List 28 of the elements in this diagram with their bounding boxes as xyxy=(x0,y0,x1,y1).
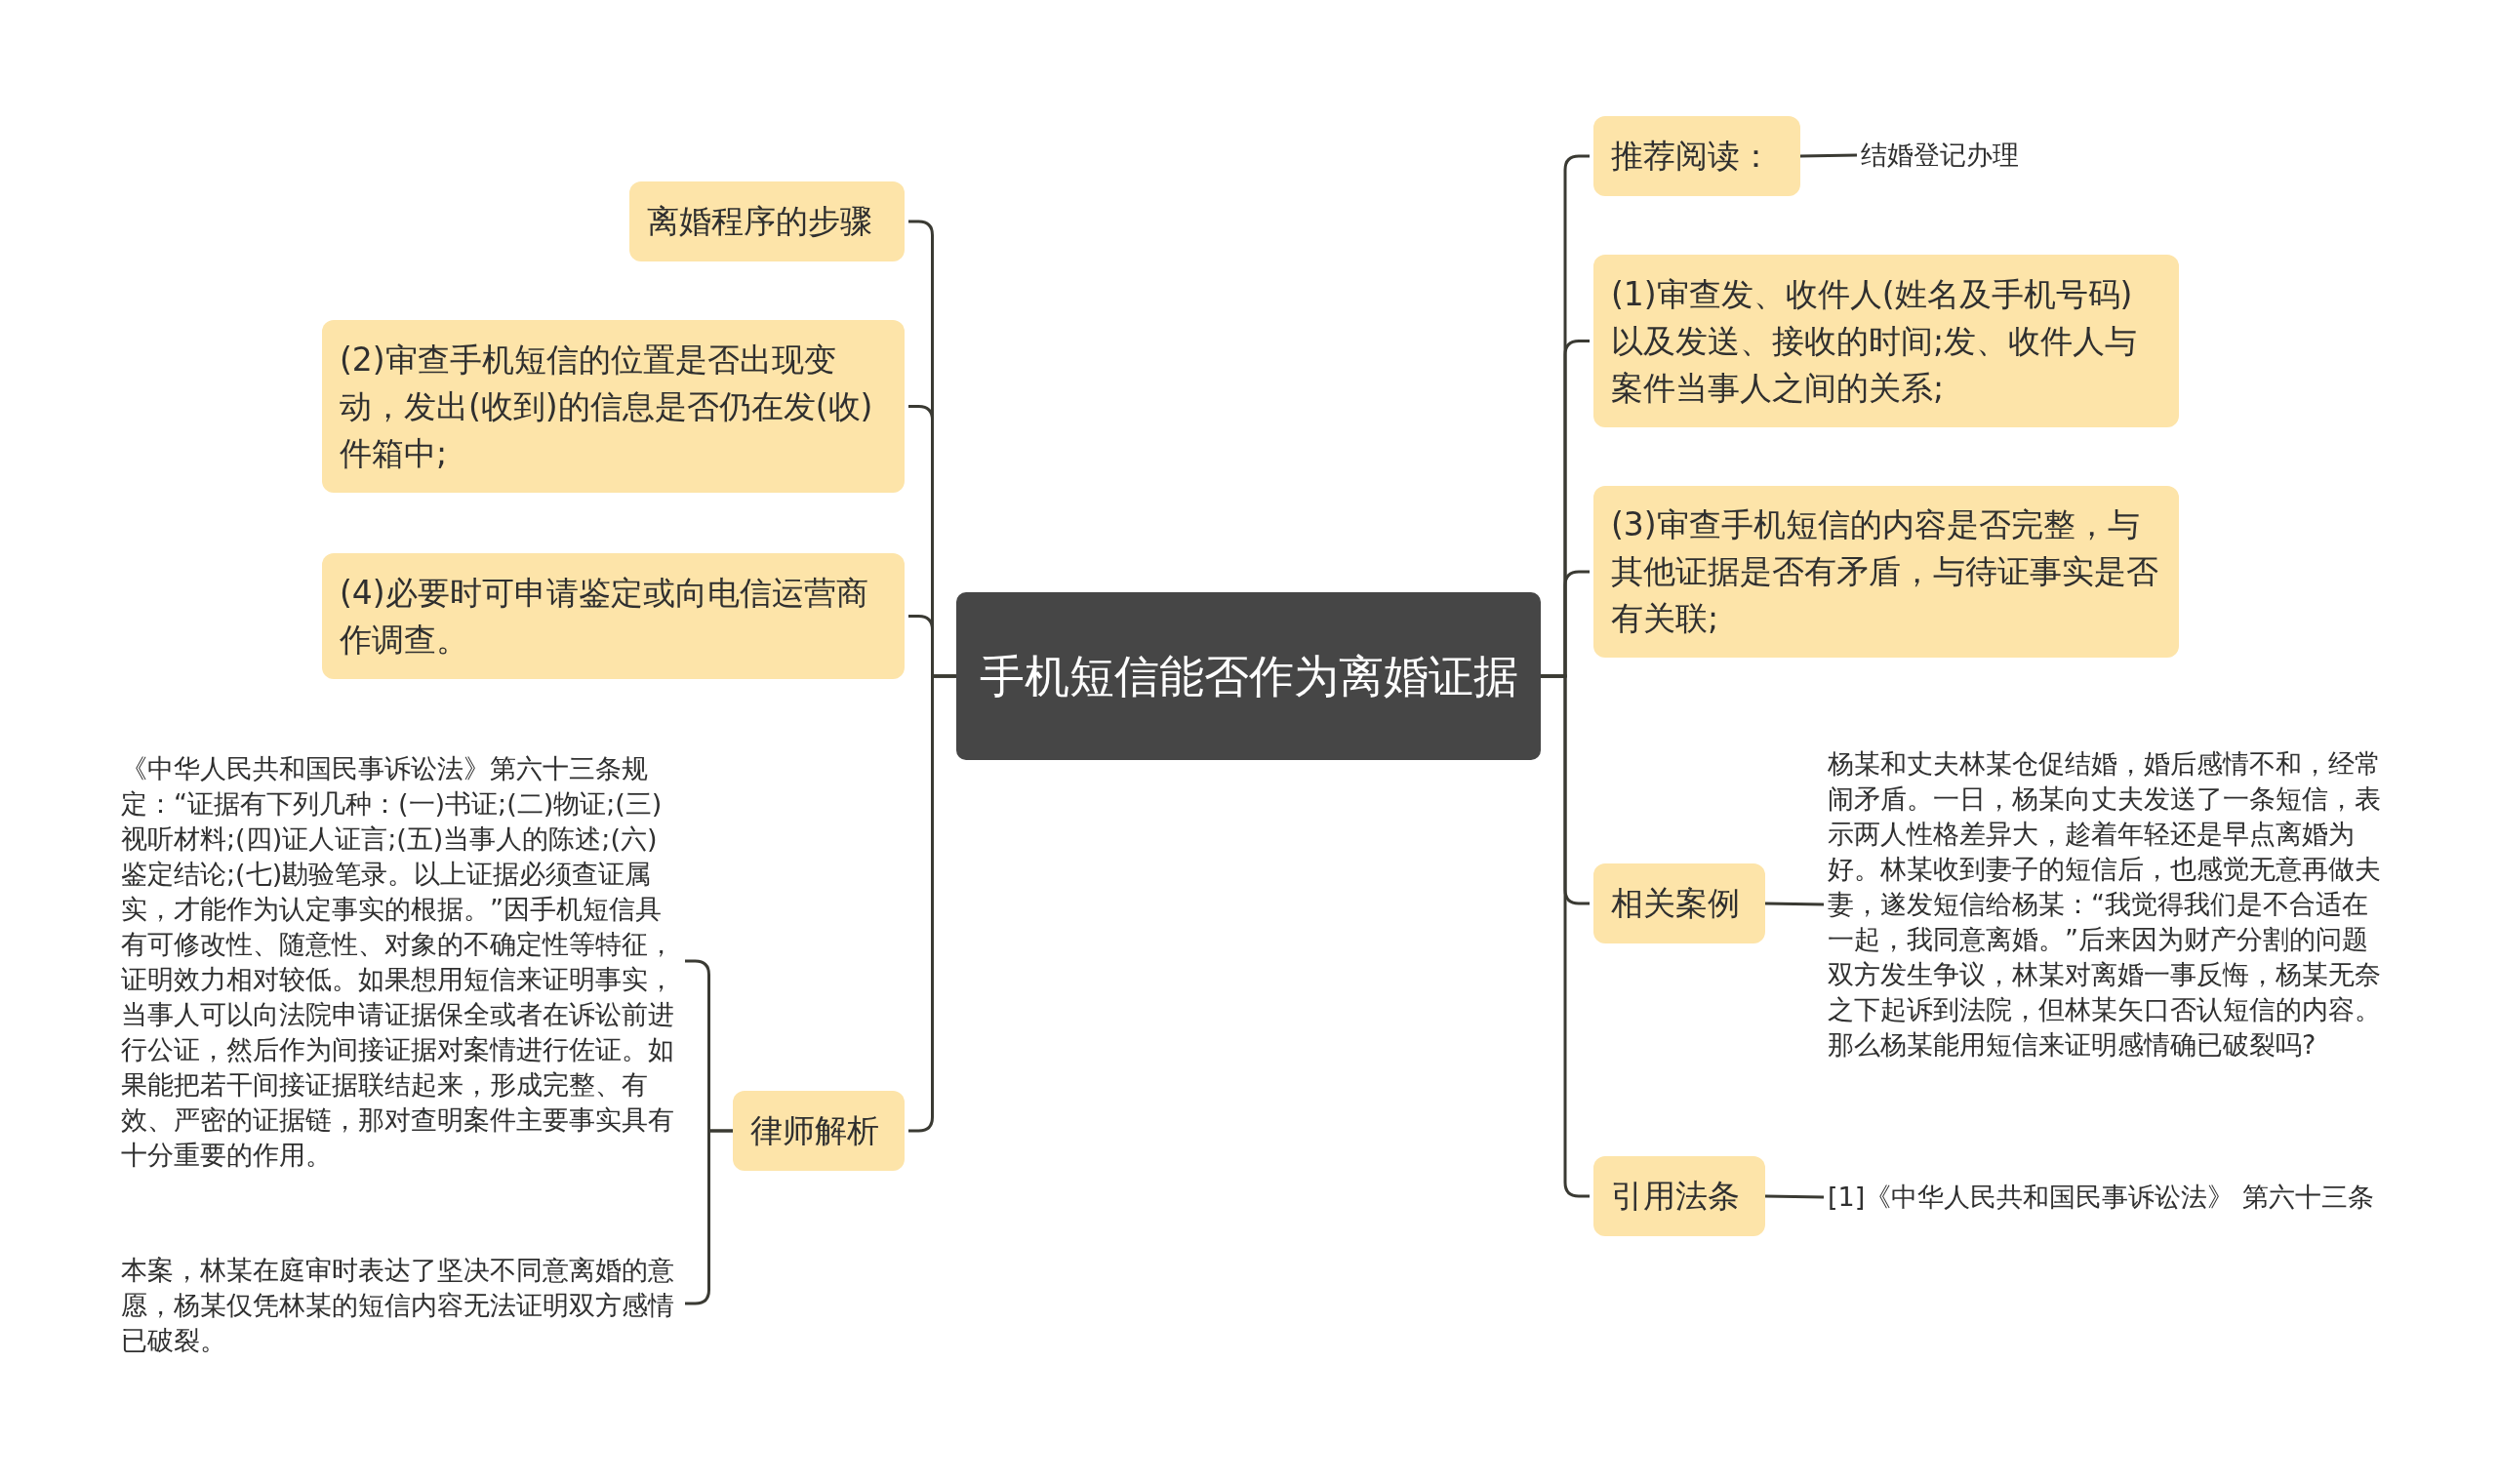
note-text: 本案，林某在庭审时表达了坚决不同意离婚的意愿，杨某仅凭林某的短信内容无法证明双方感情已破裂。 xyxy=(121,1254,675,1357)
topic-box xyxy=(322,320,905,493)
topic-box xyxy=(1593,116,1800,196)
topic-text: (3)审查手机短信的内容是否完整，与其他证据是否有矛盾，与待证事实是否有关联; xyxy=(1611,504,2159,639)
note-text: 杨某和丈夫林某仓促结婚，婚后感情不和，经常闹矛盾。一日，杨某向丈夫发送了一条短信，表示两人性格差异大，趁着年轻还是早点离婚为好。林某收到妻子的短信后，也感觉无意再做夫妻，遂发短信给杨某：“我觉得我们是不合适在一起，我同意离婚。”后来因为财产分割的问题双方发生争议，林某对离婚一事反悔，杨某无奈之下起诉到法院，但林某矢口否认短信的内容。那么杨某能用短信来证明感情确已破裂吗? xyxy=(1828,747,2382,1062)
topic-text: (2)审查手机短信的位置是否出现变动，发出(收到)的信息是否仍在发(收)件箱中; xyxy=(340,339,874,474)
connector-line xyxy=(1764,1194,1825,1199)
connector-line xyxy=(1764,902,1825,906)
topic-text: 离婚程序的步骤 xyxy=(647,201,873,242)
topic-box xyxy=(1593,486,2179,658)
topic-text: 手机短信能否作为离婚证据 xyxy=(978,649,1519,704)
topic-box xyxy=(733,1091,905,1171)
topic-box xyxy=(1593,1156,1765,1236)
topic-text: (1)审查发、收件人(姓名及手机号码)以及发送、接收的时间;发、收件人与案件当事人之间的关系; xyxy=(1611,273,2139,409)
note-text: [1]《中华人民共和国民事诉讼法》 第六十三条 xyxy=(1828,1181,2375,1214)
topic-text: (4)必要时可申请鉴定或向电信运营商作调查。 xyxy=(340,572,869,661)
topic-text: 相关案例 xyxy=(1611,883,1741,924)
topic-box xyxy=(322,553,905,679)
topic-box xyxy=(1593,863,1765,943)
note-text: 《中华人民共和国民事诉讼法》第六十三条规定：“证据有下列几种：(一)书证;(二)物证;(三)视听材料;(四)证人证言;(五)当事人的陈述;(六)鉴定结论;(七)勘验笔录。以上证据必须查证属实，才能作为认定事实的根据。”因手机短信具有可修改性、随意性、对象的不确定性等特征，证明效力相对较低。如果想用短信来证明事实，当事人可以向法院申请证据保全或者在诉讼前进行公证，然后作为间接证据对案情进行佐证。如果能把若干间接证据联结起来，形成完整、有效、严密的证据链，那对查明案件主要事实具有十分重要的作用。 xyxy=(121,752,675,1172)
central-topic-box xyxy=(956,592,1541,760)
topic-text: 引用法条 xyxy=(1611,1176,1741,1217)
topic-text: 律师解析 xyxy=(750,1110,880,1151)
topic-box xyxy=(1593,255,2179,427)
topic-box xyxy=(629,181,905,261)
topic-text: 推荐阅读： xyxy=(1611,136,1773,177)
note-text: 结婚登记办理 xyxy=(1861,139,2020,172)
connector-line xyxy=(1799,153,1858,158)
